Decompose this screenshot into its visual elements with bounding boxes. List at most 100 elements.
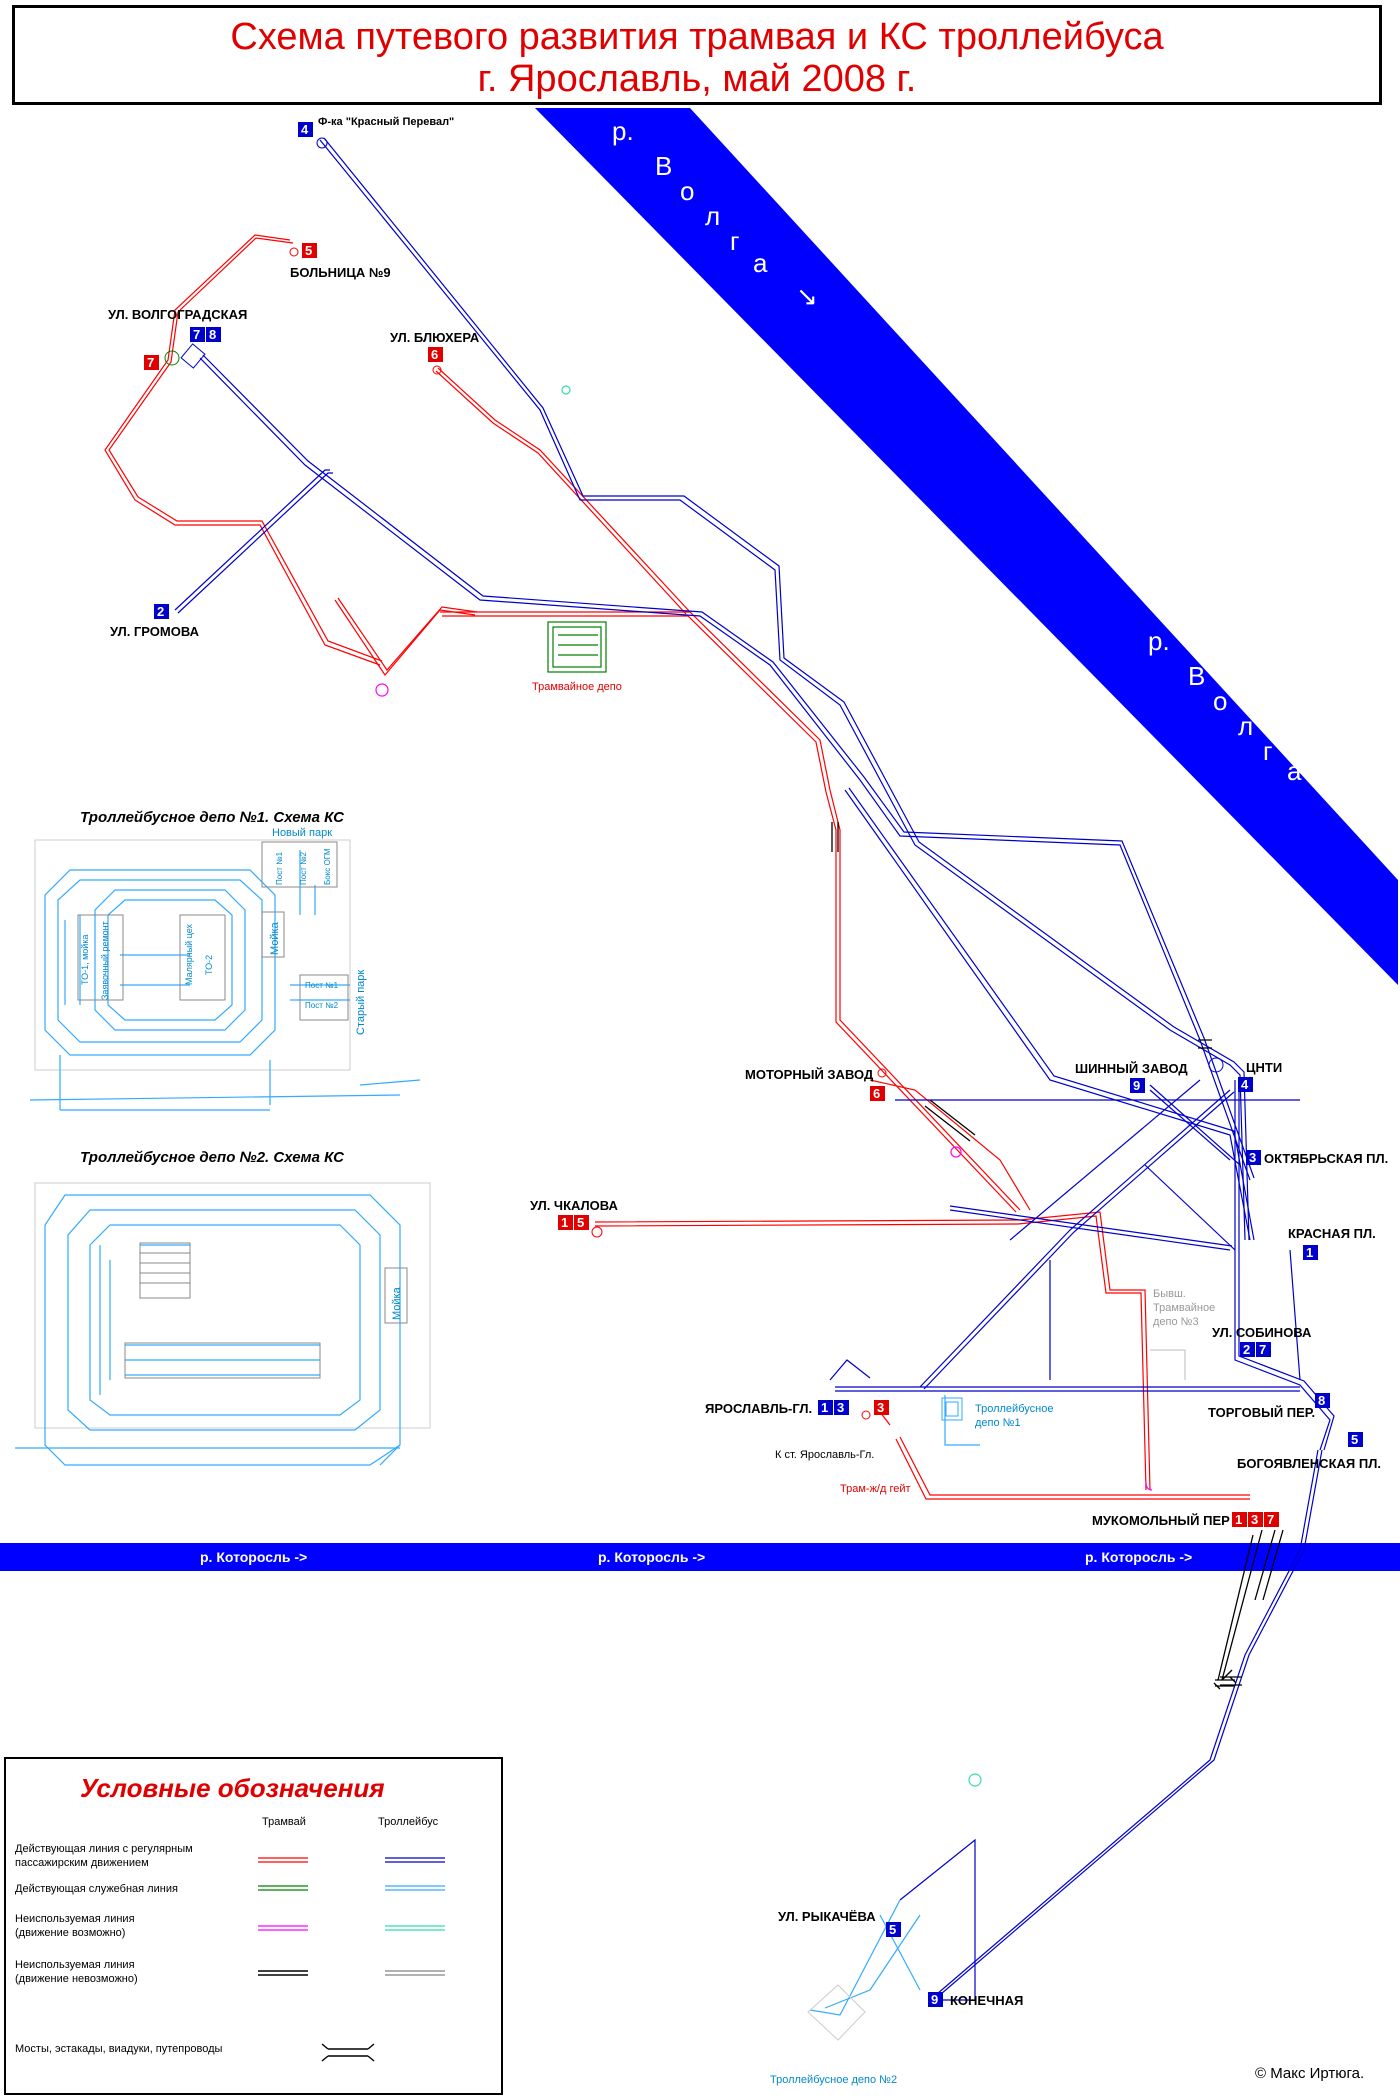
terminal-loop-yargl [861, 1410, 871, 1420]
terminal-loop-bolnitsa [289, 247, 299, 257]
kotorosl-label-2: р. Которосль -> [598, 1549, 705, 1565]
volga-label-2-l2: о [1213, 686, 1227, 716]
terminal-loop-blyukhera [432, 365, 442, 375]
volga-arrow-2: ↘ [1333, 791, 1355, 821]
to-station-label: К ст. Ярославль-Гл. [775, 1449, 874, 1461]
stop-bogoyavlenskaya: БОГОЯВЛЕНСКАЯ ПЛ. [1237, 1456, 1381, 1471]
volga-label-1-l4: г [730, 226, 739, 256]
depot1-old-post2: Пост №2 [305, 1001, 339, 1010]
route-badge-6-text: 6 [431, 347, 438, 362]
trolleybus-lines [174, 137, 1335, 2001]
stop-konechnaya: КОНЕЧНАЯ [950, 1993, 1023, 2008]
legend-row2-l1: Действующая служебная линия [15, 1883, 178, 1895]
terminal-loop-chkalova [591, 1226, 603, 1238]
legend-row3-l2: (движение возможно) [15, 1927, 125, 1939]
stop-oktyabrskaya: ОКТЯБРЬСКАЯ ПЛ. [1264, 1151, 1388, 1166]
route-badge-2-sobinova [1240, 1342, 1255, 1357]
route-badge-3-yargl [834, 1400, 849, 1415]
route-badge-5b-text: 5 [1351, 1432, 1358, 1447]
route-badge-6m-text: 6 [873, 1086, 880, 1101]
route-badge-tram3-yargl [874, 1400, 889, 1415]
legend-col-trolley: Троллейбус [378, 1816, 439, 1828]
map-title-line-2: г. Ярославль, май 2008 г. [477, 58, 917, 100]
stop-gromova: УЛ. ГРОМОВА [110, 624, 200, 639]
route-badge-2-gromova [154, 604, 169, 619]
legend-row4-l2: (движение невозможно) [15, 1973, 138, 1985]
route-badge-7-sobinova [1256, 1342, 1271, 1357]
stop-volgogradskaya: УЛ. ВОЛГОГРАДСКАЯ [108, 307, 247, 322]
map-title-line-1: Схема путевого развития трамвая и КС тро… [230, 16, 1164, 58]
legend-title: Условные обозначения [80, 1773, 385, 1803]
volga-river [535, 108, 1398, 985]
route-badge-7m-text: 7 [1267, 1512, 1274, 1527]
trolley-depot-2-label: Троллейбусное депо №2 [770, 2074, 897, 2086]
volga-label-r-2: р. [1148, 626, 1170, 656]
route-badge-tram7-text: 7 [147, 355, 154, 370]
former-depot-3 [1150, 1349, 1186, 1380]
route-badge-3-okt [1246, 1150, 1261, 1165]
bridge-kotorosl [1220, 1529, 1284, 1686]
former-depot-3-label-2: Трамвайное [1153, 1302, 1215, 1314]
route-badge-1k-text: 1 [1306, 1245, 1313, 1260]
depot1-old-post1: Пост №1 [305, 981, 339, 990]
stop-chkalova: УЛ. ЧКАЛОВА [530, 1198, 619, 1213]
route-badge-8t-text: 8 [1318, 1393, 1325, 1408]
route-badge-8-volg [206, 327, 221, 342]
depot2-title: Троллейбусное депо №2. Схема КС [80, 1149, 345, 1166]
route-badge-5-bolnitsa [302, 243, 317, 258]
legend-row3-l1: Неиспользуемая линия [15, 1913, 135, 1925]
depot1-title: Троллейбусное депо №1. Схема КС [80, 809, 345, 826]
depot1-new-park: Новый парк [272, 827, 332, 839]
route-badge-tram3-text: 3 [877, 1400, 884, 1415]
kotorosl-label-1: р. Которосль -> [200, 1549, 307, 1565]
route-badge-1m-text: 1 [1235, 1512, 1242, 1527]
volga-label-2-l5: а [1287, 756, 1302, 786]
legend-row1-l1: Действующая линия с регулярным [15, 1843, 193, 1855]
tram-depot-label: Трамвайное депо [532, 681, 622, 693]
stop-krasnaya: КРАСНАЯ ПЛ. [1288, 1226, 1376, 1241]
former-depot-3-label-3: депо №3 [1153, 1316, 1199, 1328]
volga-label-r-1: р. [612, 116, 634, 146]
loop-tsnti [1208, 1057, 1224, 1073]
stop-bolnitsa: БОЛЬНИЦА №9 [290, 265, 391, 280]
stop-blyukhera: УЛ. БЛЮХЕРА [390, 330, 480, 345]
depot1-repair: Заявочный ремонт [100, 921, 110, 1000]
terminal-loop-motorny [877, 1068, 887, 1078]
route-badge-1-krasnaya [1303, 1245, 1318, 1260]
depot2-wash: Мойка [391, 1286, 403, 1320]
route-badge-9k-text: 9 [931, 1992, 938, 2007]
depot1-frame [34, 839, 351, 1071]
kotorosl-river [0, 1543, 1400, 1571]
route-badge-6-blyukhera [428, 347, 443, 362]
route-badge-5-text: 5 [305, 243, 312, 258]
stop-mukomolny: МУКОМОЛЬНЫЙ ПЕР [1092, 1513, 1230, 1528]
route-badge-4-tsnti [1238, 1077, 1253, 1092]
route-badge-7s-text: 7 [1259, 1342, 1266, 1357]
depot1-post1: Пост №1 [275, 851, 284, 885]
copyright: © Макс Иртюга. [1255, 2065, 1365, 2082]
route-badge-1-yargl [818, 1400, 833, 1415]
volga-arrow-1: ↘ [796, 281, 818, 311]
trolley-depot-1-label-2: депо №1 [975, 1417, 1021, 1429]
stop-sobinova: УЛ. СОБИНОВА [1212, 1325, 1312, 1340]
route-badge-9-text: 9 [1133, 1078, 1140, 1093]
stop-motorny: МОТОРНЫЙ ЗАВОД [745, 1067, 874, 1082]
route-badge-3-text: 3 [1249, 1150, 1256, 1165]
kotorosl-label-3: р. Которосль -> [1085, 1549, 1192, 1565]
stop-krasny-pereval: Ф-ка "Красный Перевал" [318, 116, 454, 128]
volga-label-2-l4: г [1263, 736, 1272, 766]
depot1-wash: Мойка [269, 921, 281, 955]
stop-torgovy: ТОРГОВЫЙ ПЕР. [1208, 1405, 1315, 1420]
trolley-depot-1-label-1: Троллейбусное [975, 1403, 1053, 1415]
legend-bridge-symbol [321, 2043, 375, 2062]
trolley-depot-2-icon [807, 1984, 866, 2041]
route-badge-5-ryk [886, 1922, 901, 1937]
volga-label-1-l2: о [680, 176, 694, 206]
unused-tram-lines [375, 683, 1153, 1491]
tram-depot-tracks [547, 621, 607, 673]
route-badge-2-text: 2 [157, 604, 164, 619]
volga-label-1-l1: В [655, 151, 672, 181]
depot1-to2: ТО-2 [204, 955, 214, 975]
route-badge-4t-text: 4 [1241, 1077, 1249, 1092]
